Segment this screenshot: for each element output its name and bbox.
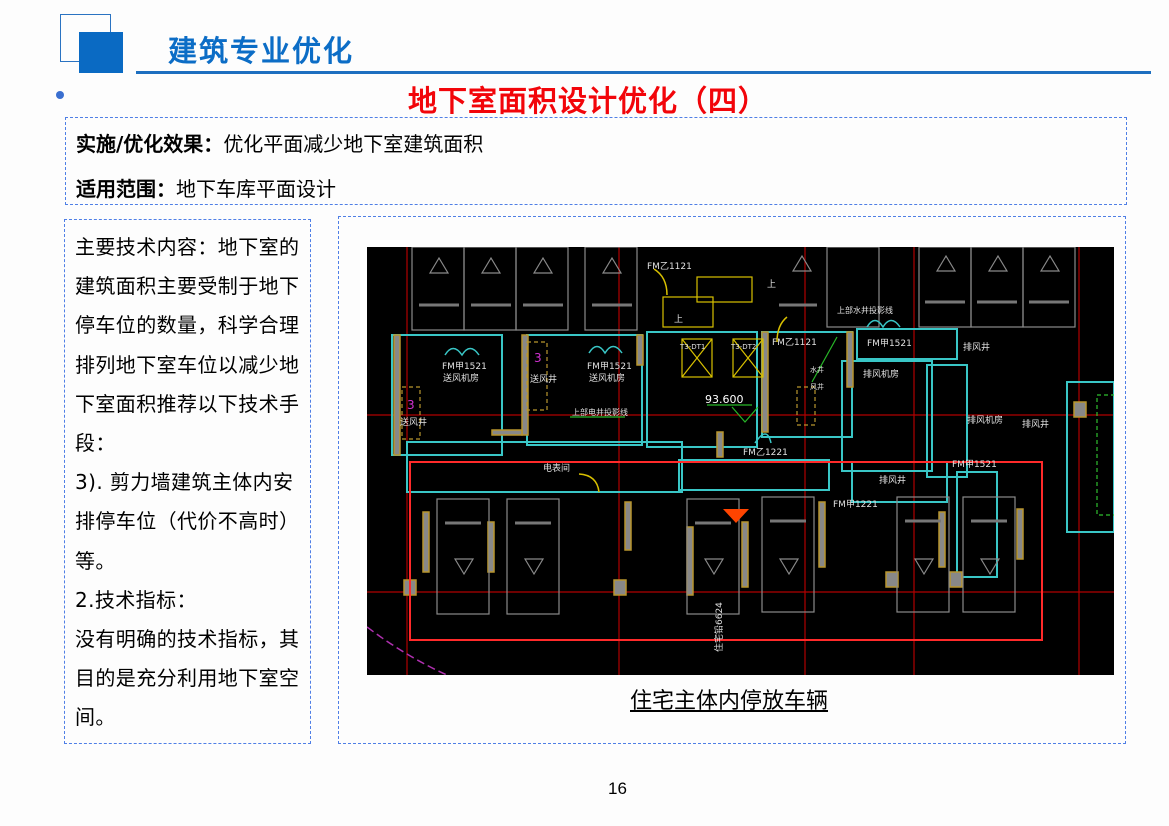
cad-label-supply-room-a: 送风机房	[443, 374, 480, 384]
cad-label-water-shaft: 水井	[810, 366, 824, 374]
cad-label-elevator-1: T3-DT1	[680, 343, 706, 351]
cad-label-exhaust-shaft-a: 排风井	[963, 343, 991, 353]
effect-label: 实施/优化效果：	[76, 132, 224, 156]
cad-label-exhaust-shaft-b: 排风井	[1022, 420, 1050, 430]
page-number: 16	[608, 779, 627, 798]
cad-label-fmj1521-c: FM甲1521	[867, 339, 912, 349]
svg-text:3: 3	[407, 398, 415, 412]
section-title: 建筑专业优化	[168, 34, 355, 68]
cad-label-elevator-2: T3-DT2	[731, 343, 757, 351]
figure-box: 3 3 FM乙1121 FM乙1121 FM乙1221 FM甲1521 FM甲1…	[338, 216, 1126, 744]
cad-label-meter-room: 电表间	[543, 464, 571, 474]
effect-value: 优化平面减少地下室建筑面积	[223, 132, 484, 156]
tech-content-paragraph: 主要技术内容：地下室的建筑面积主要受制于地下停车位的数量，科学合理排列地下室车位…	[75, 235, 300, 456]
slide-title: 地下室面积设计优化（四）	[408, 84, 769, 118]
cad-label-supply-shaft-b: 送风井	[400, 418, 428, 428]
cad-label-vertical-note: 住宅铅6624	[715, 602, 725, 652]
figure-caption: 住宅主体内停放车辆	[630, 689, 829, 714]
cad-label-electric-shaft-note: 上部电井投影线	[572, 408, 628, 417]
cad-label-exhaust-shaft-c: 排风井	[879, 476, 907, 486]
cad-label-supply-shaft-a: 送风井	[530, 375, 558, 385]
bullet-icon	[56, 91, 64, 99]
cad-label-exhaust-room-a: 排风机房	[863, 370, 900, 380]
tech-measure-paragraph: 3). 剪力墙建筑主体内安排停车位（代价不高时）等。	[75, 470, 300, 573]
cad-label-fmy1121-right: FM乙1121	[772, 338, 817, 348]
cad-label-fmj1521-a: FM甲1521	[442, 362, 487, 372]
cad-label-elevation: 93.600	[705, 393, 744, 406]
scope-label: 适用范围：	[76, 177, 176, 201]
cad-label-fmj1521-b: FM甲1521	[587, 362, 632, 372]
header-divider	[136, 71, 1151, 74]
cad-label-fmj1521-d: FM甲1521	[952, 460, 997, 470]
cad-label-water-shaft-note: 上部水井投影线	[837, 306, 893, 315]
cad-label-supply-room-b: 送风机房	[589, 374, 626, 384]
cad-label-fmy1221: FM乙1221	[743, 448, 788, 458]
cad-label-stair-up-1: 上	[674, 315, 684, 325]
effect-row: 实施/优化效果：优化平面减少地下室建筑面积	[76, 128, 483, 157]
cad-label-fmy1121-top: FM乙1121	[647, 262, 692, 272]
scope-row: 适用范围：地下车库平面设计	[76, 173, 336, 202]
summary-box: 实施/优化效果：优化平面减少地下室建筑面积 适用范围：地下车库平面设计	[65, 117, 1127, 205]
logo-filled-square	[79, 32, 123, 73]
tech-index-heading: 2.技术指标：	[75, 587, 197, 612]
cad-label-stair-up-2: 上	[767, 280, 777, 290]
cad-label-air-shaft: 风井	[810, 383, 824, 391]
tech-index-paragraph: 没有明确的技术指标，其目的是充分利用地下室空间。	[75, 627, 300, 730]
svg-text:3: 3	[534, 351, 542, 365]
cad-label-exhaust-room-b: 排风机房	[967, 416, 1004, 426]
scope-value: 地下车库平面设计	[176, 177, 336, 201]
technical-content-box: 主要技术内容：地下室的建筑面积主要受制于地下停车位的数量，科学合理排列地下室车位…	[64, 219, 311, 744]
cad-label-fmj1221: FM甲1221	[833, 500, 878, 510]
cad-floor-plan-image: 3 3 FM乙1121 FM乙1121 FM乙1221 FM甲1521 FM甲1…	[367, 247, 1114, 675]
